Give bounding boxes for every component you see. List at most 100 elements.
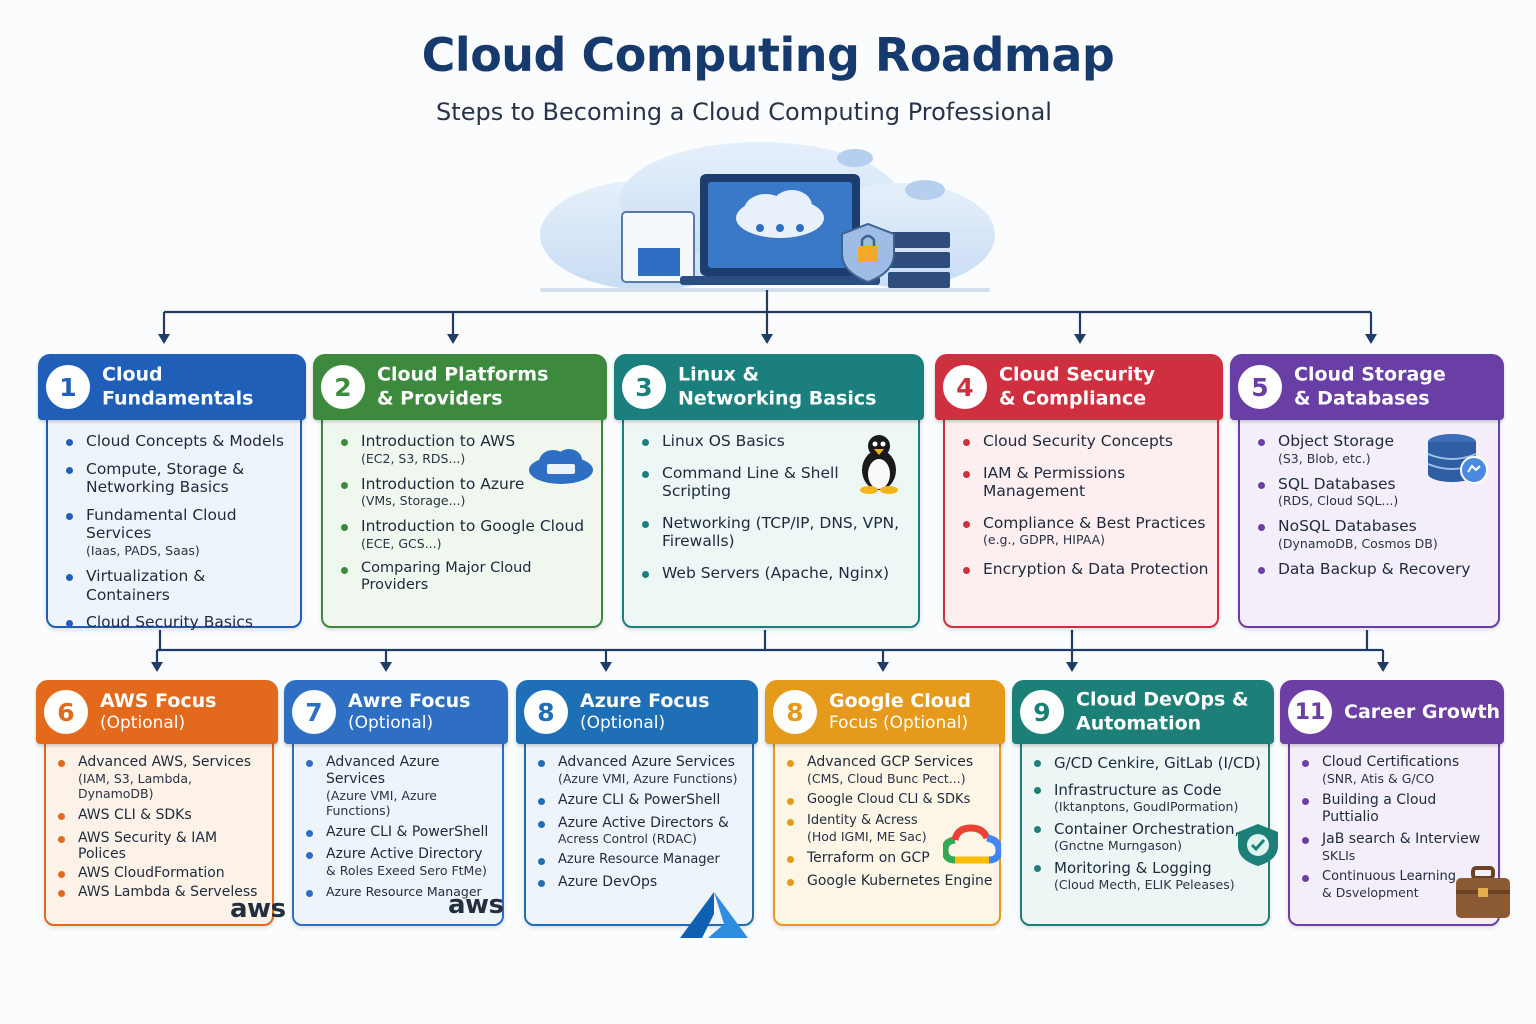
topic-item: Comparing Major Cloud Providers <box>339 560 593 595</box>
topic-item: Advanced Azure Services(Azure VMI, Azure… <box>536 754 748 786</box>
topic-item: Continuous Learning& Dsvelopment <box>1300 869 1494 900</box>
step-header: 1 Cloud Fundamentals <box>38 354 306 420</box>
topic-item: Cloud Concepts & Models <box>64 432 292 451</box>
topic-item: Virtualization & Containers <box>64 567 292 604</box>
topic-item: Compliance & Best Practices(e.g., GDPR, … <box>961 514 1209 547</box>
topic-item: Data Backup & Recovery <box>1256 560 1490 579</box>
step-number: 5 <box>1238 365 1282 409</box>
focus-card-devops: 9 Cloud DevOps & Automation G/CD Cenkire… <box>1012 680 1278 926</box>
step-header: 3 Linux & Networking Basics <box>614 354 924 420</box>
topic-item: Azure CLI & PowerShell <box>304 824 498 841</box>
topic-item: Google Kubernetes Engine <box>785 873 995 890</box>
topic-list: Cloud Certifications(SNR, Atis & G/CO Bu… <box>1300 754 1494 906</box>
focus-title: Cloud DevOps & Automation <box>1076 688 1249 735</box>
topic-list: Introduction to AWS(EC2, S3, RDS...) Int… <box>339 432 593 604</box>
cloud-server-icon <box>529 449 593 484</box>
focus-number: 8 <box>773 690 817 734</box>
topic-item: Command Line & Shell Scripting <box>640 464 906 501</box>
focus-title: Career Growth <box>1344 700 1501 723</box>
topic-list: Linux OS Basics Command Line & Shell Scr… <box>640 432 906 592</box>
step-card-cloud-platforms: 2 Cloud Platforms & Providers Introducti… <box>313 354 607 628</box>
page-title: Cloud Computing Roadmap <box>421 28 1115 82</box>
topic-item: Advanced AWS, Services(IAM, S3, Lambda, … <box>56 754 264 801</box>
step-title: Cloud Storage & Databases <box>1294 363 1446 410</box>
topic-item: Azure Resource Manager <box>304 884 498 899</box>
step-title: Cloud Security & Compliance <box>999 363 1155 410</box>
focus-title: Azure Focus(Optional) <box>580 689 710 734</box>
focus-title: AWS Focus(Optional) <box>100 689 217 734</box>
topic-item: IAM & Permissions Management <box>961 464 1209 501</box>
step-title: Cloud Fundamentals <box>102 363 254 410</box>
penguin-icon <box>860 435 898 494</box>
topic-item: Web Servers (Apache, Nginx) <box>640 564 906 583</box>
focus-header: 11 Career Growth <box>1280 680 1504 744</box>
briefcase-icon <box>1456 866 1510 918</box>
topic-item: G/CD Cenkire, GitLab (I/CD) <box>1032 754 1264 772</box>
focus-title: Awre Focus(Optional) <box>348 689 471 734</box>
topic-item: Advanced Azure Services(Azure VMI, Azure… <box>304 754 498 818</box>
topic-item: Azure Active Directory& Roles Exeed Sero… <box>304 846 498 878</box>
topic-list: Object Storage(S3, Blob, etc.) SQL Datab… <box>1256 432 1490 587</box>
step-header: 4 Cloud Security & Compliance <box>935 354 1223 420</box>
topic-item: Cloud Certifications(SNR, Atis & G/CO <box>1300 754 1494 786</box>
topic-item: Azure DevOps <box>536 874 748 891</box>
topic-item: AWS CloudFormation <box>56 865 264 882</box>
step-number: 4 <box>943 365 987 409</box>
aws-logo: aws <box>448 890 504 920</box>
topic-list: Advanced Azure Services(Azure VMI, Azure… <box>304 754 498 905</box>
topic-item: NoSQL Databases(DynamoDB, Cosmos DB) <box>1256 517 1490 551</box>
focus-card-career-growth: 11 Career Growth Cloud Certifications(SN… <box>1280 680 1510 926</box>
topic-item: Azure Resource Manager <box>536 852 748 868</box>
focus-header: 9 Cloud DevOps & Automation <box>1012 680 1274 744</box>
topic-item: Moritoring & Logging(Cloud Mecth, ELIK P… <box>1032 859 1264 892</box>
topic-item: Introduction to Google Cloud(ECE, GCS...… <box>339 517 593 551</box>
focus-number: 7 <box>292 690 336 734</box>
focus-number: 6 <box>44 690 88 734</box>
step-card-cloud-fundamentals: 1 Cloud Fundamentals Cloud Concepts & Mo… <box>38 354 306 631</box>
topic-list: Advanced Azure Services(Azure VMI, Azure… <box>536 754 748 897</box>
focus-header: 8 Azure Focus(Optional) <box>516 680 758 744</box>
topic-item: AWS CLI & SDKs <box>56 807 264 824</box>
focus-card-azure: 8 Azure Focus(Optional) Advanced Azure S… <box>516 680 758 938</box>
database-icon <box>1427 434 1488 484</box>
topic-item: Advanced GCP Services(CMS, Cloud Bunc Pe… <box>785 754 995 786</box>
topic-list: Cloud Concepts & Models Compute, Storage… <box>64 432 292 641</box>
topic-list: Advanced AWS, Services(IAM, S3, Lambda, … <box>56 754 264 907</box>
topic-item: Introduction to AWS(EC2, S3, RDS...) <box>339 432 593 466</box>
topic-item: Networking (TCP/IP, DNS, VPN, Firewalls) <box>640 514 906 551</box>
topic-item: Azure CLI & PowerShell <box>536 792 748 809</box>
topic-item: Object Storage(S3, Blob, etc.) <box>1256 432 1490 466</box>
topic-list: G/CD Cenkire, GitLab (I/CD) Infrastructu… <box>1032 754 1264 898</box>
topic-item: AWS Security & IAM Polices <box>56 830 264 864</box>
topic-item: Container Orchestration,(Gnctne Murngaso… <box>1032 820 1264 853</box>
topic-list: Advanced GCP Services(CMS, Cloud Bunc Pe… <box>785 754 995 896</box>
topic-item: SQL Databases(RDS, Cloud SQL...) <box>1256 475 1490 508</box>
topic-item: Encryption & Data Protection <box>961 560 1209 579</box>
google-cloud-icon <box>943 824 1001 864</box>
topic-item: Terraform on GCP <box>785 850 995 867</box>
topic-item: Cloud Security Basics <box>64 613 292 632</box>
step-title: Cloud Platforms & Providers <box>377 363 549 410</box>
step-number: 1 <box>46 365 90 409</box>
topic-item: Azure Active Directors &Acress Control (… <box>536 815 748 846</box>
focus-card-azure-alt: 7 Awre Focus(Optional) Advanced Azure Se… <box>284 680 508 926</box>
topic-item: Cloud Security Concepts <box>961 432 1209 451</box>
topic-item: Linux OS Basics <box>640 432 906 451</box>
azure-logo-icon <box>680 892 748 938</box>
step-card-linux-networking: 3 Linux & Networking Basics Linux OS Bas… <box>614 354 924 628</box>
topic-item: AWS Lambda & Serveless <box>56 884 264 901</box>
cloud-computer-illustration <box>540 142 995 292</box>
step-number: 3 <box>622 365 666 409</box>
focus-card-aws: 6 AWS Focus(Optional) Advanced AWS, Serv… <box>36 680 286 926</box>
topic-item: Compute, Storage & Networking Basics <box>64 460 292 497</box>
focus-number: 9 <box>1020 690 1064 734</box>
topic-item: Google Cloud CLI & SDKs <box>785 792 995 808</box>
step-card-cloud-storage: 5 Cloud Storage & Databases Object Stora… <box>1230 354 1504 628</box>
step-header: 2 Cloud Platforms & Providers <box>313 354 607 420</box>
step-title: Linux & Networking Basics <box>678 363 877 410</box>
topic-item: Building a Cloud Puttialio <box>1300 792 1494 826</box>
